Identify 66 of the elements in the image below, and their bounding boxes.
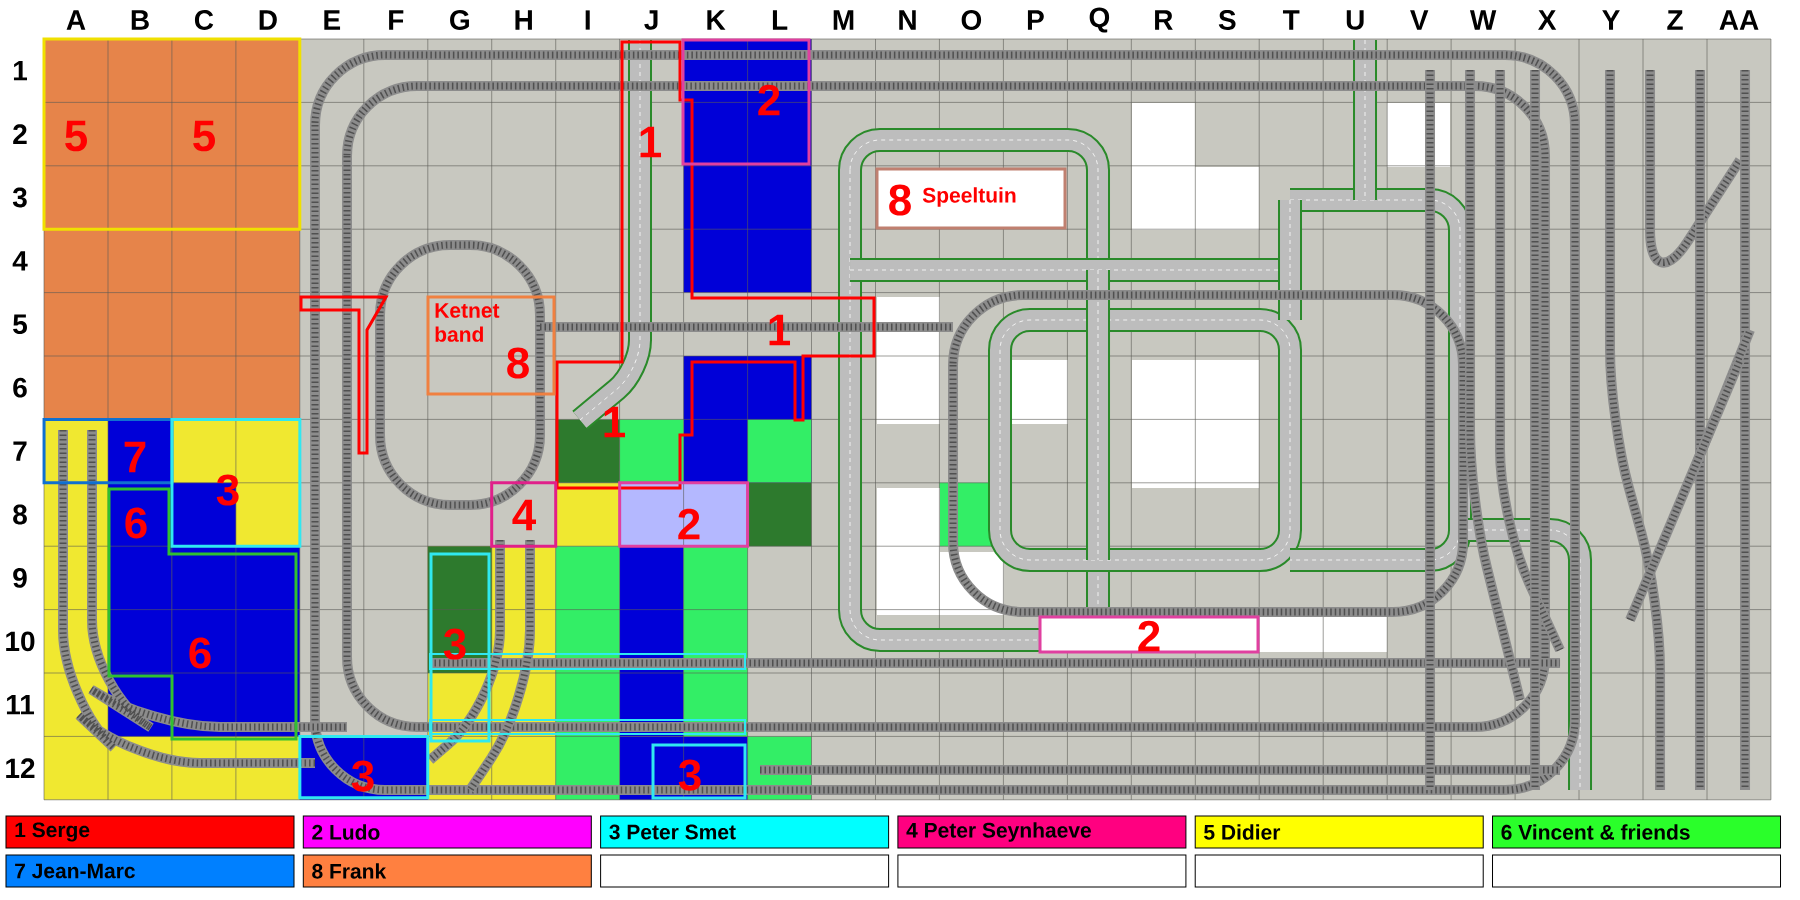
region-number: 5 (193, 120, 215, 152)
region-outline (42, 37, 302, 231)
column-letter: Y (1602, 10, 1620, 30)
legend-label: 6 Vincent & friends (1501, 824, 1690, 840)
legend-label: 2 Ludo (312, 824, 380, 840)
column-letter: J (644, 10, 658, 30)
column-letter: M (833, 10, 854, 30)
column-letter: R (1155, 10, 1173, 30)
legend-label: 1 Serge (15, 822, 90, 842)
row-number: 6 (13, 377, 27, 398)
row-number: 10 (6, 631, 35, 652)
region-number: 2 (678, 508, 700, 540)
region-number: 7 (124, 441, 146, 473)
legend-label: 3 Peter Smet (609, 824, 736, 840)
region-outline (299, 295, 389, 455)
region-outline (170, 417, 302, 548)
column-letter: Z (1667, 10, 1683, 30)
column-letter: O (961, 10, 982, 30)
row-number: 11 (6, 695, 34, 715)
region-number: 3 (443, 628, 466, 660)
region-outline (429, 552, 491, 743)
column-letter: Q (1089, 7, 1110, 33)
column-letter: N (899, 10, 916, 30)
region-number: 1 (769, 314, 790, 346)
region-number: Ketnet band (435, 303, 500, 342)
region-number: 2 (758, 84, 780, 116)
column-letter: AA (1719, 10, 1759, 30)
region-outline (1038, 615, 1260, 654)
region-number: 3 (678, 759, 701, 791)
region-outline (298, 734, 430, 800)
region-outline (618, 481, 750, 548)
row-number: 5 (13, 314, 27, 335)
row-number: 12 (6, 758, 35, 778)
column-letter: U (1346, 10, 1364, 30)
column-letter: W (1469, 10, 1497, 30)
column-letter: X (1538, 10, 1557, 30)
column-letter: T (1283, 10, 1300, 30)
region-number: 2 (1138, 620, 1160, 652)
region-number: 6 (125, 507, 147, 539)
column-letter: S (1218, 10, 1236, 30)
row-number: 9 (13, 568, 27, 588)
region-outline (875, 167, 1067, 230)
region-outline (426, 295, 556, 396)
legend-label: 5 Didier (1204, 824, 1281, 840)
column-letter: I (585, 10, 590, 30)
region-number: Speeltuin (922, 187, 1016, 207)
region-number: 3 (351, 760, 374, 792)
legend-label: 8 Frank (312, 863, 387, 879)
legend-label: 7 Jean-Marc (15, 863, 135, 879)
region-number: 8 (889, 184, 911, 216)
region-number: 4 (512, 499, 536, 531)
region-number: 5 (65, 120, 87, 152)
column-letter: V (1410, 10, 1429, 30)
region-number: 8 (507, 347, 529, 379)
region-outline (681, 38, 811, 166)
column-letter: G (450, 10, 469, 30)
region-outline (490, 481, 558, 548)
row-number: 4 (12, 251, 28, 271)
region-number: 6 (189, 637, 211, 669)
column-letter: F (389, 10, 404, 30)
column-letter: H (515, 10, 532, 30)
column-letter: E (324, 10, 341, 30)
region-outline (651, 743, 747, 800)
legend-label: 4 Peter Seynhaeve (906, 822, 1091, 842)
column-letter: P (1027, 10, 1044, 30)
row-number: 8 (13, 504, 27, 525)
